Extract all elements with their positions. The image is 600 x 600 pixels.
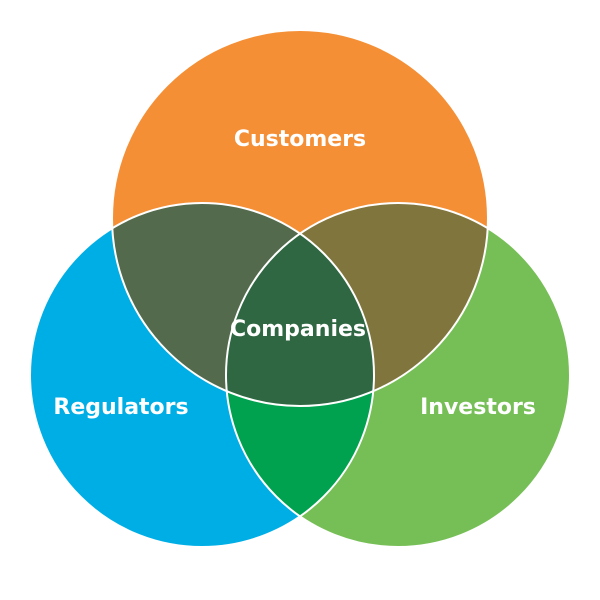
regulators-label: Regulators — [53, 395, 188, 420]
companies-label: Companies — [230, 317, 366, 342]
investors-label: Investors — [420, 395, 536, 420]
regulators-outline — [29, 202, 375, 548]
customers-label: Customers — [234, 127, 366, 152]
investors-outline — [225, 202, 571, 548]
customers-outline — [111, 29, 489, 407]
companies-center-region — [226, 203, 374, 406]
